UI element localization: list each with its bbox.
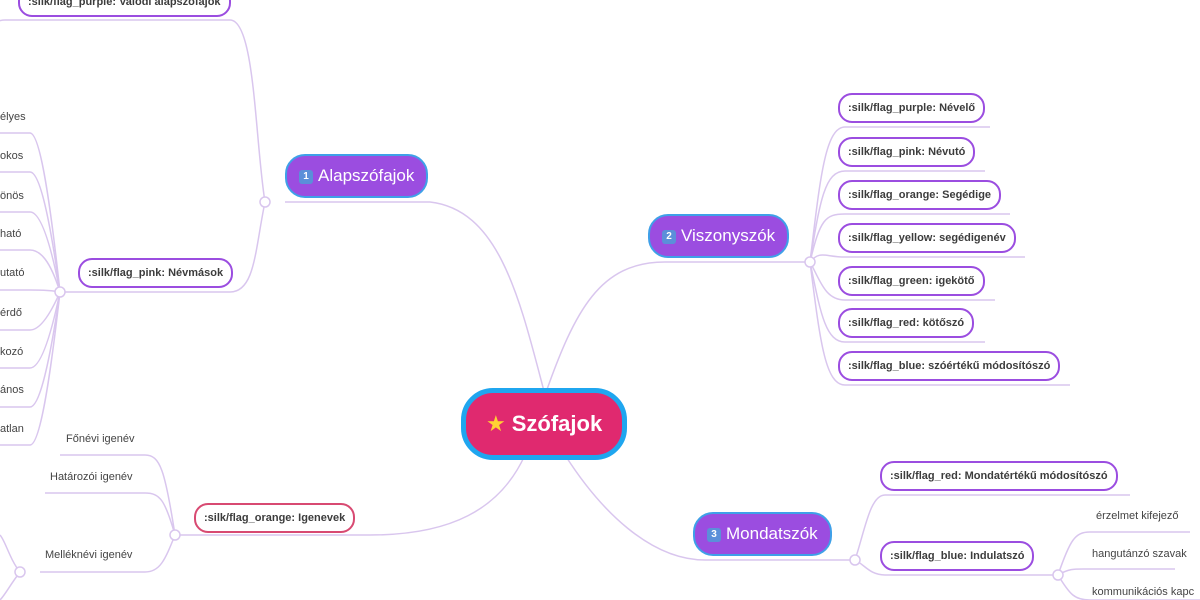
branch-viszonyszok[interactable]: 2 Viszonyszók bbox=[648, 214, 790, 258]
root-label: Szófajok bbox=[511, 411, 603, 436]
node-nevmasok[interactable]: :silk/flag_pink: Névmások bbox=[78, 258, 234, 288]
leaf-nevmas-5[interactable]: utató bbox=[0, 267, 25, 279]
node-igekoto[interactable]: :silk/flag_green: igekötő bbox=[838, 266, 985, 296]
leaf-nevmas-7[interactable]: kozó bbox=[0, 346, 24, 358]
number-one-icon: 1 bbox=[299, 170, 313, 184]
node-szoerteku-modositoszo[interactable]: :silk/flag_blue: szóértékű módosítószó bbox=[838, 351, 1061, 381]
node-valodi-alapszofajok[interactable]: :silk/flag_purple: Valódi alapszófajok bbox=[18, 0, 231, 17]
node-nevelo[interactable]: :silk/flag_purple: Névelő bbox=[838, 93, 986, 123]
leaf-nevmas-6[interactable]: érdő bbox=[0, 307, 23, 319]
node-nevuto[interactable]: :silk/flag_pink: Névutó bbox=[838, 137, 976, 167]
leaf-nevmas-4[interactable]: ható bbox=[0, 228, 22, 240]
leaf-nevmas-1[interactable]: élyes bbox=[0, 111, 26, 123]
leaf-nevmas-9[interactable]: atlan bbox=[0, 423, 24, 435]
number-two-icon: 2 bbox=[662, 230, 676, 244]
leaf-nevmas-3[interactable]: önös bbox=[0, 190, 24, 202]
leaf-erzelmet-kifejezo[interactable]: érzelmet kifejező bbox=[1096, 510, 1179, 522]
branch-label: Alapszófajok bbox=[318, 166, 415, 185]
leaf-melleknevi-igenev[interactable]: Melléknévi igenév bbox=[45, 549, 133, 561]
node-kotoszo[interactable]: :silk/flag_red: kötőszó bbox=[838, 308, 975, 338]
leaf-hatarozoi-igenev[interactable]: Határozói igenév bbox=[50, 471, 133, 483]
branch-alapszofajok[interactable]: 1 Alapszófajok bbox=[285, 154, 429, 198]
leaf-nevmas-2[interactable]: okos bbox=[0, 150, 24, 162]
node-mondatertek-modositoszo[interactable]: :silk/flag_red: Mondatértékű módosítószó bbox=[880, 461, 1118, 491]
node-indulatszo[interactable]: :silk/flag_blue: Indulatszó bbox=[880, 541, 1035, 571]
root-node[interactable]: ★Szófajok bbox=[461, 388, 628, 460]
star-icon: ★ bbox=[486, 411, 506, 436]
number-three-icon: 3 bbox=[707, 528, 721, 542]
branch-label: Mondatszók bbox=[726, 524, 818, 543]
leaf-kommunikacios[interactable]: kommunikációs kapc bbox=[1092, 586, 1195, 598]
node-igenevek[interactable]: :silk/flag_orange: Igenevek bbox=[194, 503, 356, 533]
leaf-fonevi-igenev[interactable]: Főnévi igenév bbox=[66, 433, 135, 445]
branch-mondatszok[interactable]: 3 Mondatszók bbox=[693, 512, 832, 556]
branch-label: Viszonyszók bbox=[681, 226, 776, 245]
node-segedige[interactable]: :silk/flag_orange: Segédige bbox=[838, 180, 1002, 210]
leaf-nevmas-8[interactable]: ános bbox=[0, 384, 24, 396]
leaf-hangutanzo-szavak[interactable]: hangutánzó szavak bbox=[1092, 548, 1187, 560]
node-segedigenev[interactable]: :silk/flag_yellow: segédigenév bbox=[838, 223, 1016, 253]
